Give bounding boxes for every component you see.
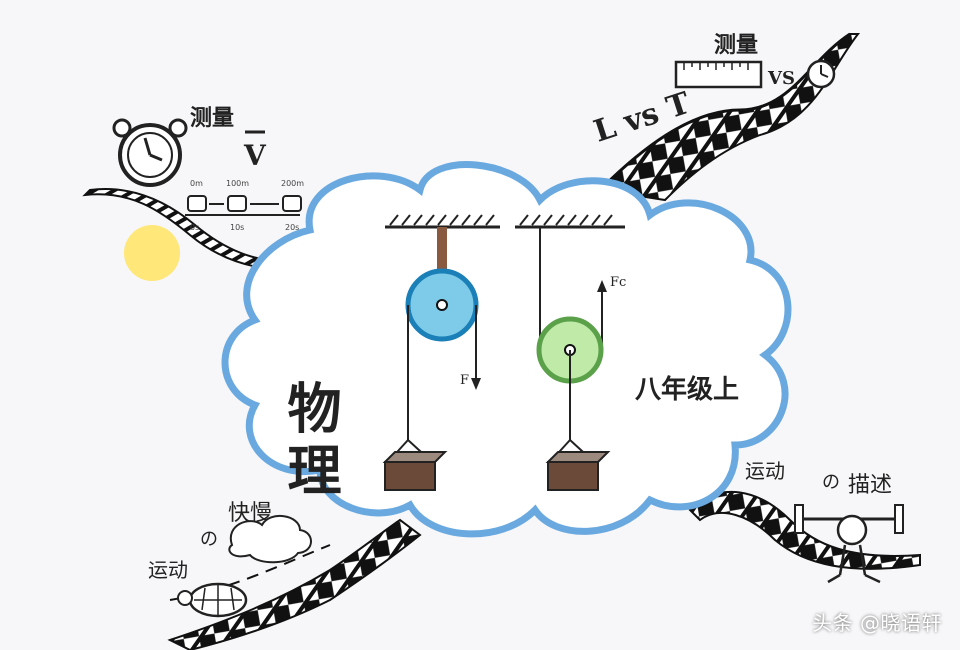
motion-speed-of: の [200, 529, 218, 550]
weightlifter-icon [794, 504, 904, 584]
watermark-text: 头条 @晓语轩 [812, 611, 942, 635]
force-right-label: Fc [610, 275, 626, 290]
measure-label-left: 测量 [190, 105, 234, 131]
vs-label: VS [767, 68, 795, 89]
alarm-clock-icon [112, 118, 188, 187]
car-motion-diagram [185, 195, 302, 216]
movable-pulley [536, 227, 611, 491]
motion-desc-prefix: 运动 [745, 459, 785, 483]
bottom-right-ribbon [688, 490, 921, 570]
v-bar-label: V [243, 130, 267, 172]
ruler-icon [674, 60, 763, 89]
motion-speed-prefix: 运动 [148, 558, 188, 582]
svg-text:V: V [243, 139, 267, 172]
motion-desc-of: の [822, 472, 840, 493]
time-20s: 20s [285, 223, 299, 232]
force-left-label: F [460, 373, 469, 388]
dist-100m: 100m [226, 179, 249, 188]
ceiling-right [515, 214, 625, 229]
time-10s: 10s [230, 223, 244, 232]
clock-icon [806, 59, 836, 89]
turtle-icon [177, 582, 248, 618]
motion-desc-label: 描述 [848, 473, 892, 498]
fixed-pulley [382, 227, 481, 491]
sun-circle [124, 225, 180, 281]
grade-text: 八年级上 [635, 374, 739, 405]
title-text: 物理 [278, 380, 342, 504]
dist-0m: 0m [190, 179, 203, 188]
measure-label-right: 测量 [714, 32, 758, 58]
time-0s: 0s [190, 223, 199, 232]
dist-200m: 200m [281, 179, 304, 188]
center-cloud [221, 161, 792, 538]
cloud-face-icon [228, 515, 312, 564]
